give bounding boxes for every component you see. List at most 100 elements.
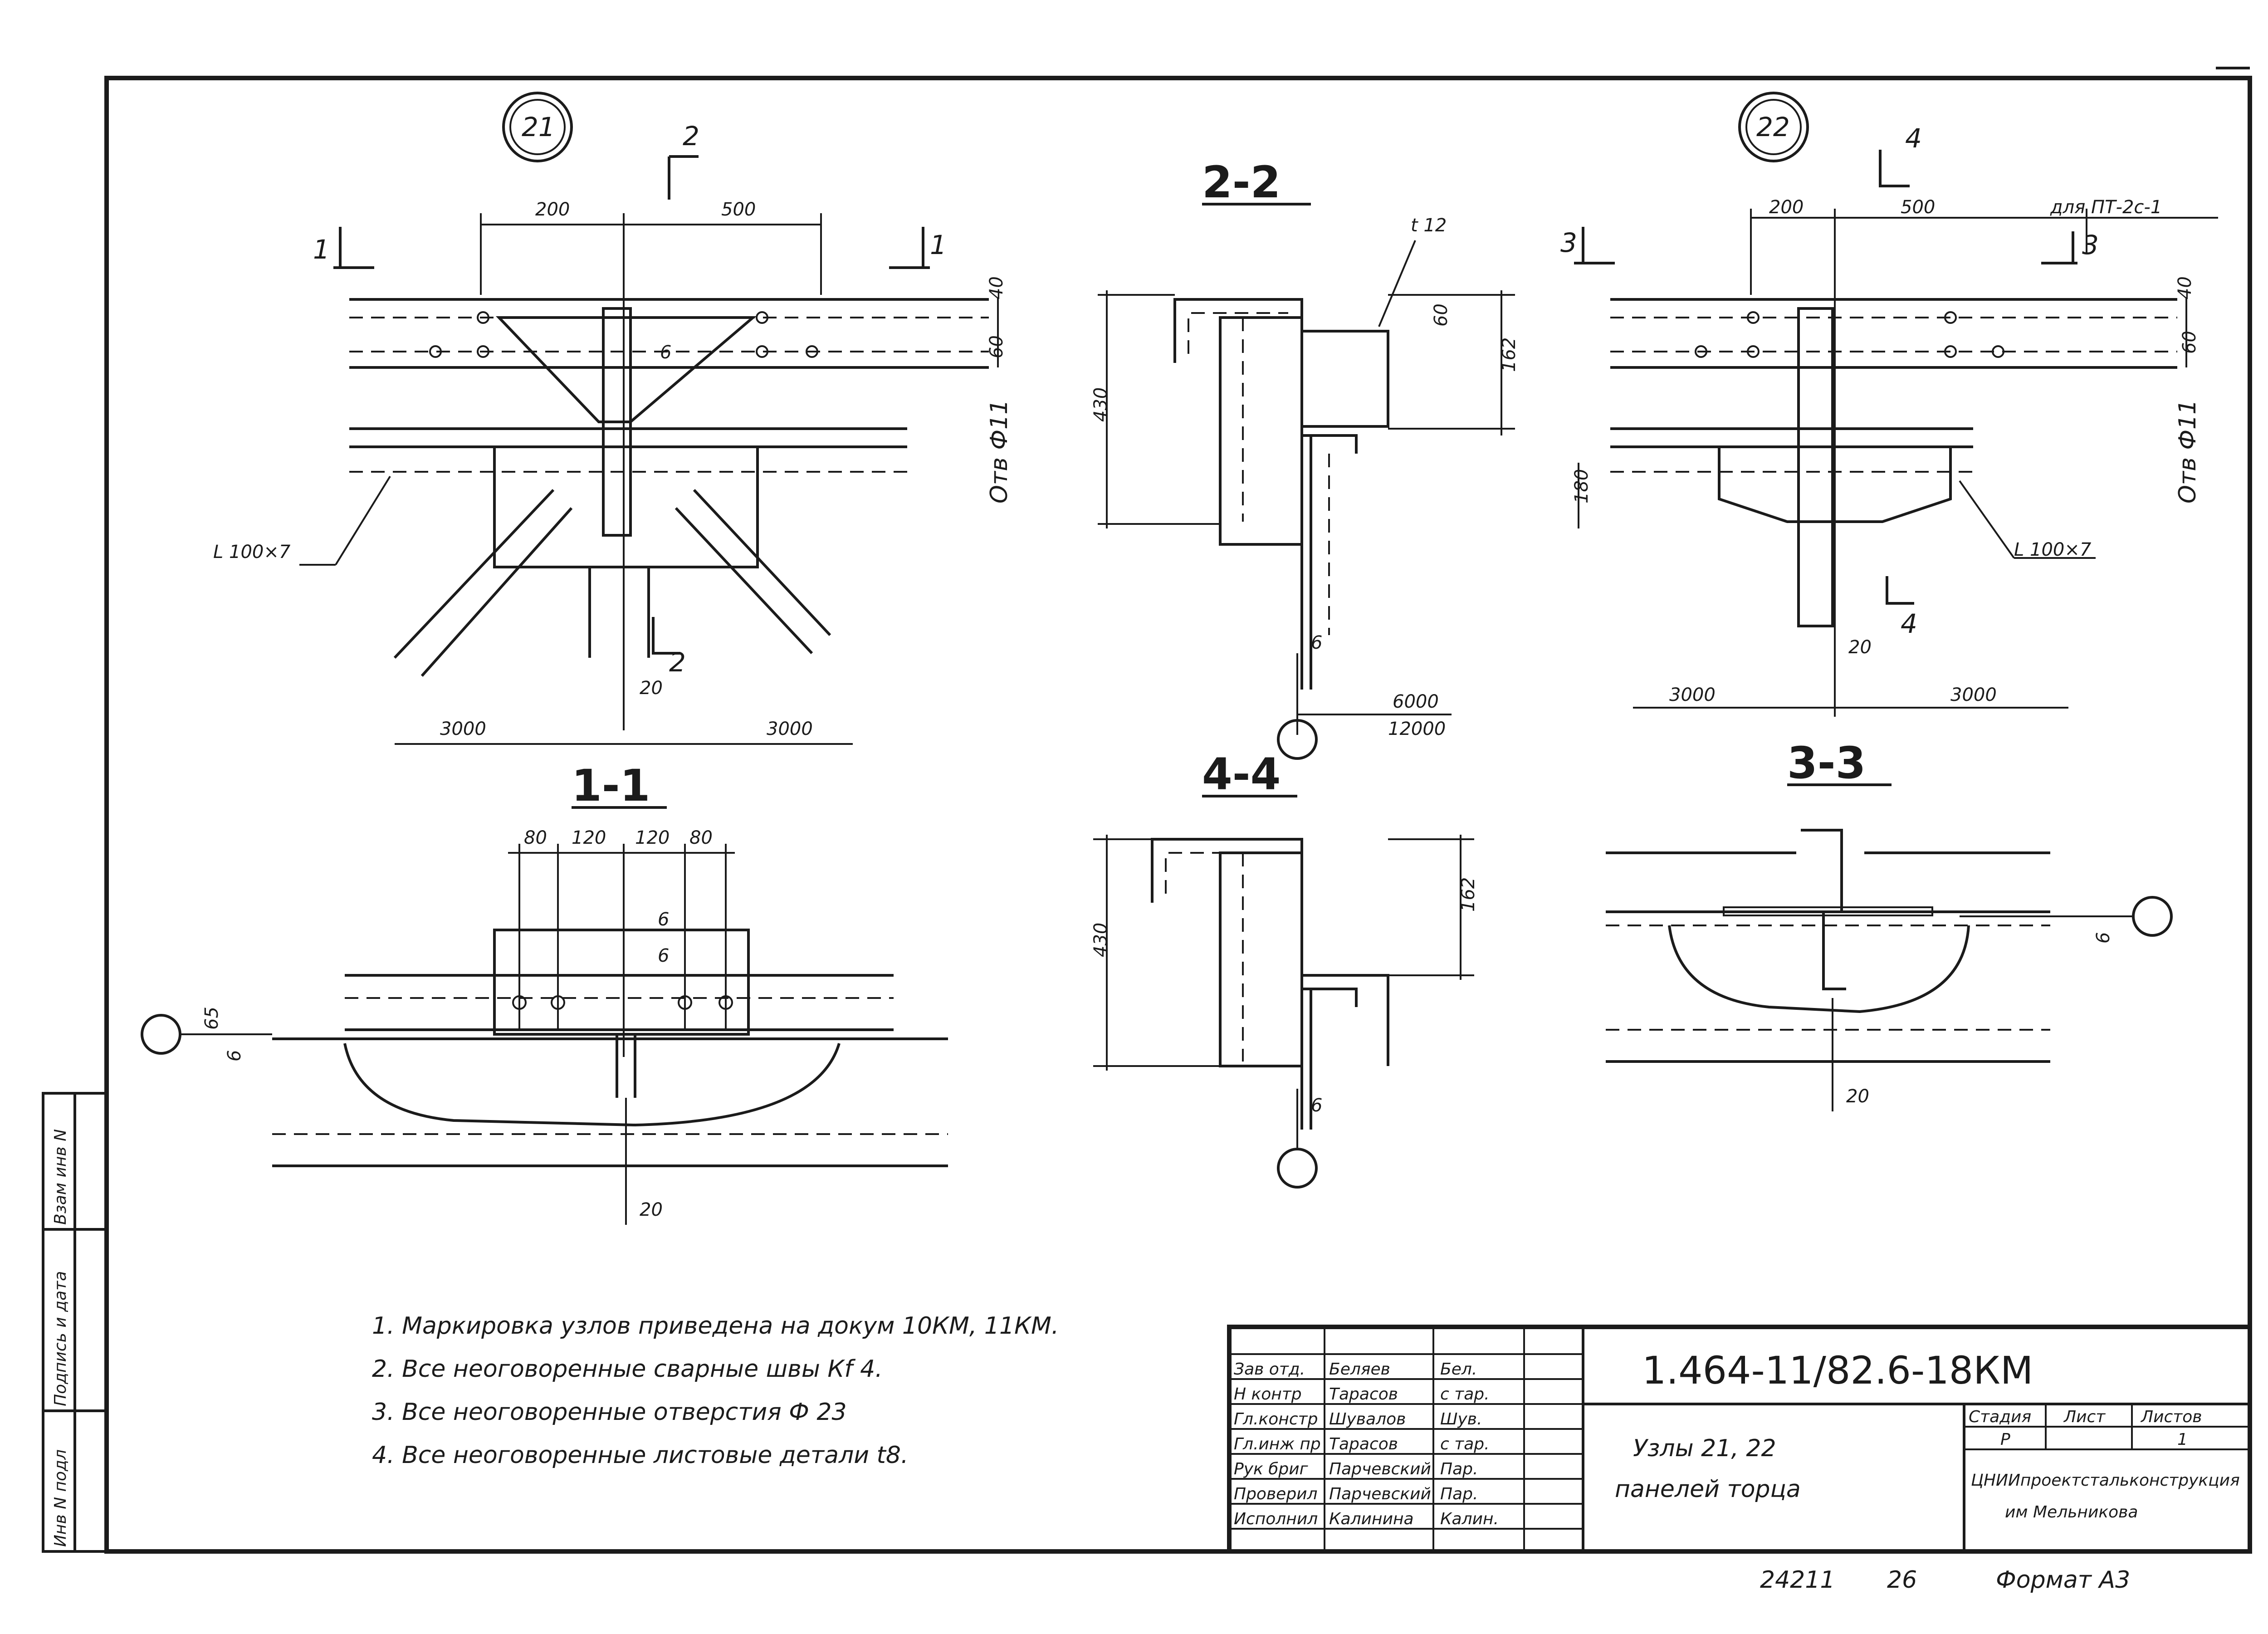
note-4: 4. Все неоговоренные листовые детали t8. (372, 1442, 909, 1469)
role-5: Рук бриг (1234, 1460, 1309, 1478)
dim-430-section44: 430 (1090, 923, 1111, 957)
weld-6-node21: 6 (660, 342, 671, 363)
angle-label-node22: L 100×7 (2014, 539, 2092, 560)
role-6: Проверил (1234, 1485, 1318, 1503)
role-5-name: Парчевский (1329, 1460, 1431, 1478)
stage-value: Р (2000, 1430, 2010, 1449)
dim-20-node22: 20 (1848, 637, 1872, 658)
dim-120-right-s11: 120 (635, 827, 670, 848)
role-2-name: Тарасов (1329, 1385, 1398, 1404)
sheet-frame (104, 76, 2252, 1554)
dim-20-s11: 20 (640, 1199, 663, 1220)
section-2-2: 2-2 t 12 430 162 60 6 6000 12000 (1090, 157, 1520, 760)
format-label: Формат А3 (1996, 1566, 2130, 1594)
for-pt-label: для ПТ-2с-1 (2050, 197, 2162, 218)
cut-1-right-label: 1 (930, 230, 947, 260)
role-3-sign: Шув. (1440, 1410, 1482, 1429)
role-4: Гл.инж пр (1234, 1435, 1321, 1453)
dim-60-section22: 60 (1431, 303, 1452, 327)
section-1-1: 1-1 80 120 120 80 6 6 65 6 20 (141, 760, 948, 1225)
role-7-sign: Калин. (1440, 1510, 1499, 1528)
dim-120-left-s11: 120 (572, 827, 606, 848)
dim-6-section33: 6 (2093, 932, 2114, 944)
role-4-name: Тарасов (1329, 1435, 1398, 1453)
archive-number: 24211 (1760, 1566, 1835, 1594)
angle-label-node21: L 100×7 (213, 542, 291, 563)
sheet-label: Лист (2063, 1408, 2106, 1426)
section-4-4-title: 4-4 (1202, 749, 1281, 800)
section-1-1-title: 1-1 (572, 760, 650, 811)
node-21-number: 21 (522, 112, 555, 142)
dim-65-s11: 65 (201, 1007, 222, 1030)
dim-6000-section22: 6000 (1393, 691, 1439, 712)
dim-6-s11: 6 (224, 1050, 245, 1062)
hole-label-node21: Отв Ф11 (986, 400, 1013, 504)
role-5-sign: Пар. (1440, 1460, 1478, 1478)
stage-label: Стадия (1969, 1408, 2031, 1426)
node-21-plan: 21 2 1 1 200 500 6 40 (213, 92, 1013, 745)
section-2-2-title: 2-2 (1202, 157, 1281, 208)
cut-1-left-label: 1 (313, 234, 330, 265)
dim-6-section22: 6 (1311, 632, 1322, 653)
dim-162-section44: 162 (1458, 877, 1479, 912)
dim-162-section22: 162 (1499, 338, 1520, 372)
dim-180-node22: 180 (1571, 469, 1592, 504)
dim-500-node21: 500 (721, 199, 756, 220)
role-4-sign: с тар. (1440, 1435, 1490, 1453)
notes: 1. Маркировка узлов приведена на докум 1… (372, 1312, 1059, 1469)
node-22-plan: 22 4 200 500 для ПТ-2с-1 3 3 40 60 Отв Ф… (1560, 92, 2218, 717)
dim-6-section44: 6 (1311, 1095, 1322, 1116)
dim-40-node22: 40 (2175, 276, 2195, 299)
hole-label-node22: Отв Ф11 (2174, 400, 2201, 504)
plate-t12-label: t 12 (1411, 215, 1447, 236)
cut-2-top-label: 2 (683, 121, 699, 152)
node-22-number: 22 (1756, 112, 1790, 142)
node-22-marker (1738, 92, 1809, 162)
role-2-sign: с тар. (1440, 1385, 1490, 1404)
cut-3-right-label: 3 (2082, 230, 2099, 260)
role-7: Исполнил (1234, 1510, 1318, 1528)
cut-4-bottom-label: 4 (1901, 608, 1917, 639)
dim-20-section33: 20 (1846, 1086, 1869, 1107)
note-1: 1. Маркировка узлов приведена на докум 1… (372, 1312, 1059, 1340)
dim-3000-left-node21: 3000 (440, 719, 486, 739)
cut-3-left-label: 3 (1560, 227, 1577, 258)
org-line-1: ЦНИИпроектстальконструкция (1971, 1471, 2240, 1490)
stamp-vzam: Взам инв N (51, 1129, 70, 1225)
sheets-value: 1 (2177, 1430, 2188, 1449)
weld-6b-s11: 6 (658, 945, 669, 966)
title-line-2: панелей торца (1615, 1476, 1801, 1503)
doc-code: 1.464-11/82.6-18КМ (1642, 1348, 2033, 1393)
role-1-sign: Бел. (1440, 1360, 1477, 1379)
dim-20-node21: 20 (640, 678, 663, 699)
dim-80-right-s11: 80 (689, 827, 713, 848)
dim-80-left-s11: 80 (524, 827, 547, 848)
cut-2-bottom-label: 2 (669, 647, 686, 678)
dim-3000-left-node22: 3000 (1669, 685, 1716, 705)
title-block: 1.464-11/82.6-18КМ Узлы 21, 22 панелей т… (1227, 1325, 2252, 1554)
cut-4-top-label: 4 (1905, 123, 1922, 154)
section-4-4: 4-4 430 162 6 (1090, 749, 1479, 1189)
weld-6a-s11: 6 (658, 909, 669, 930)
role-7-name: Калинина (1329, 1510, 1414, 1528)
dim-60-node21: 60 (986, 335, 1007, 358)
dim-40-node21: 40 (986, 276, 1007, 299)
role-6-name: Парчевский (1329, 1485, 1431, 1503)
stamp-podpis: Подпись и дата (51, 1271, 70, 1406)
section-3-3-title: 3-3 (1787, 738, 1866, 788)
page-number: 26 (1887, 1566, 1917, 1594)
stamp-inv-podl: Инв N подл (51, 1449, 70, 1547)
dim-200-node22: 200 (1769, 197, 1804, 218)
role-1-name: Беляев (1329, 1360, 1390, 1379)
dim-430-section22: 430 (1090, 387, 1111, 422)
org-line-2: им Мельникова (2005, 1503, 2138, 1521)
note-2: 2. Все неоговоренные сварные швы Кf 4. (372, 1355, 883, 1383)
dim-60-node22: 60 (2179, 331, 2200, 354)
section-3-3: 3-3 6 20 (1606, 738, 2173, 1111)
side-stamp: Взам инв N Подпись и дата Инв N подл (42, 1092, 108, 1553)
role-2: Н контр (1234, 1385, 1302, 1404)
dim-500-node22: 500 (1901, 197, 1935, 218)
dim-3000-right-node21: 3000 (767, 719, 813, 739)
role-3-name: Шувалов (1329, 1410, 1406, 1429)
